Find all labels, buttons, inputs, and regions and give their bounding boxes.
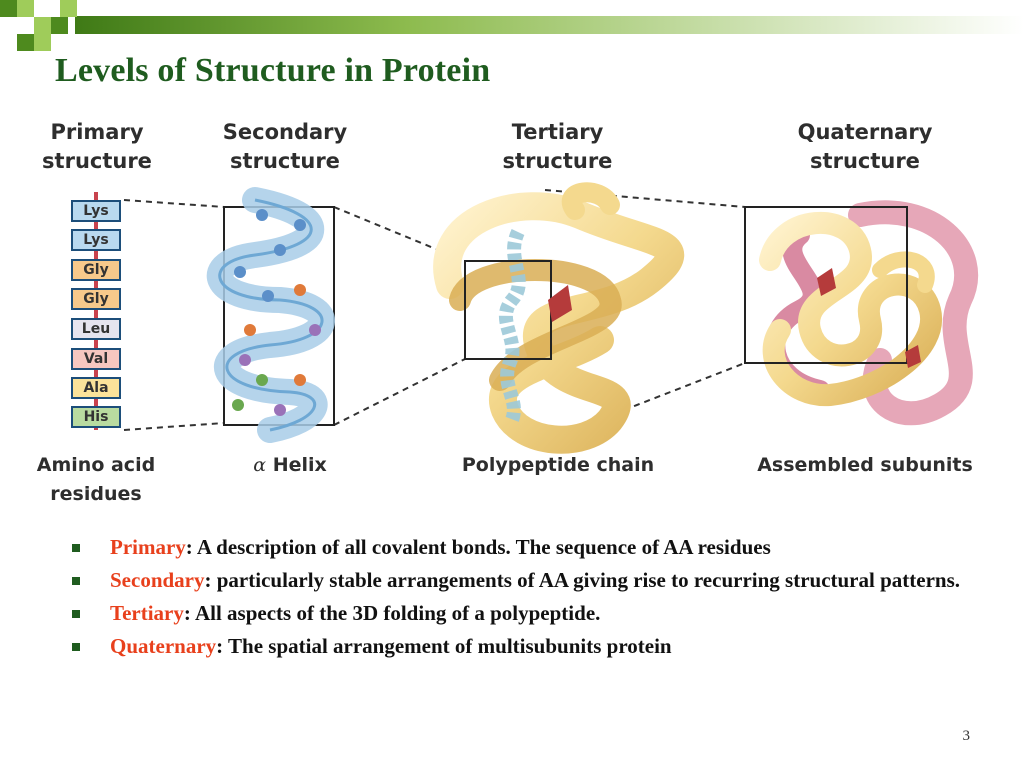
assembled-subunits-illustration — [744, 200, 978, 426]
alpha-symbol: α — [253, 454, 267, 476]
residue-box: Ala — [71, 377, 121, 399]
definition-list: Primary: A description of all covalent b… — [70, 534, 970, 666]
caption-primary: Amino acid residues — [28, 451, 164, 509]
caption-primary-line2: residues — [50, 483, 142, 505]
residue-label: Ala — [83, 380, 109, 396]
bullet-text: : The spatial arrangement of multisubuni… — [216, 634, 672, 658]
residue-box: Gly — [71, 288, 121, 310]
bullet-term: Primary — [110, 535, 186, 559]
header-quaternary: Quaternary structure — [780, 118, 950, 176]
header-tertiary-line1: Tertiary — [511, 120, 604, 144]
caption-quaternary: Assembled subunits — [757, 454, 973, 476]
list-item: Secondary: particularly stable arrangeme… — [70, 567, 970, 594]
list-item: Primary: A description of all covalent b… — [70, 534, 970, 561]
header-quaternary-line1: Quaternary — [797, 120, 933, 144]
residue-label: His — [83, 409, 109, 425]
residue-label: Val — [83, 351, 109, 367]
header-primary: Primary structure — [30, 118, 164, 176]
caption-secondary: α Helix — [225, 451, 355, 480]
header-primary-line2: structure — [42, 149, 152, 173]
bullet-square-icon — [72, 577, 80, 585]
bullet-term: Tertiary — [110, 601, 184, 625]
residue-box: His — [71, 406, 121, 428]
list-item: Tertiary: All aspects of the 3D folding … — [70, 600, 970, 627]
header-tertiary: Tertiary structure — [485, 118, 630, 176]
residue-box: Leu — [71, 318, 121, 340]
residue-box: Gly — [71, 259, 121, 281]
bullet-text: : particularly stable arrangements of AA… — [204, 568, 961, 592]
header-quaternary-line2: structure — [810, 149, 920, 173]
residue-label: Gly — [83, 291, 109, 307]
header-primary-line1: Primary — [50, 120, 144, 144]
caption-secondary-text: Helix — [272, 454, 327, 476]
header-secondary-line1: Secondary — [222, 120, 348, 144]
header-tertiary-line2: structure — [502, 149, 613, 173]
header-secondary: Secondary structure — [205, 118, 365, 176]
header-secondary-line2: structure — [230, 149, 340, 173]
residue-label: Lys — [83, 232, 109, 248]
bullet-square-icon — [72, 643, 80, 651]
list-item: Quaternary: The spatial arrangement of m… — [70, 633, 970, 660]
bullet-term: Quaternary — [110, 634, 217, 658]
caption-primary-line1: Amino acid — [36, 454, 156, 476]
residue-label: Lys — [83, 203, 109, 219]
alpha-helix-illustration — [206, 187, 335, 443]
bullet-term: Secondary — [110, 568, 205, 592]
bullet-text: : All aspects of the 3D folding of a pol… — [183, 601, 601, 625]
header-decoration — [0, 0, 1024, 51]
bullet-text: : A description of all covalent bonds. T… — [185, 535, 771, 559]
residue-box: Lys — [71, 200, 121, 222]
bullet-square-icon — [72, 610, 80, 618]
residue-label: Leu — [81, 321, 111, 337]
polypeptide-chain-illustration — [433, 182, 684, 454]
page-number: 3 — [962, 728, 971, 744]
residue-box: Val — [71, 348, 121, 370]
caption-tertiary: Polypeptide chain — [461, 454, 655, 476]
slide-title: Levels of Structure in Protein — [55, 52, 491, 89]
residue-box: Lys — [71, 229, 121, 251]
bullet-square-icon — [72, 544, 80, 552]
residue-label: Gly — [83, 262, 109, 278]
